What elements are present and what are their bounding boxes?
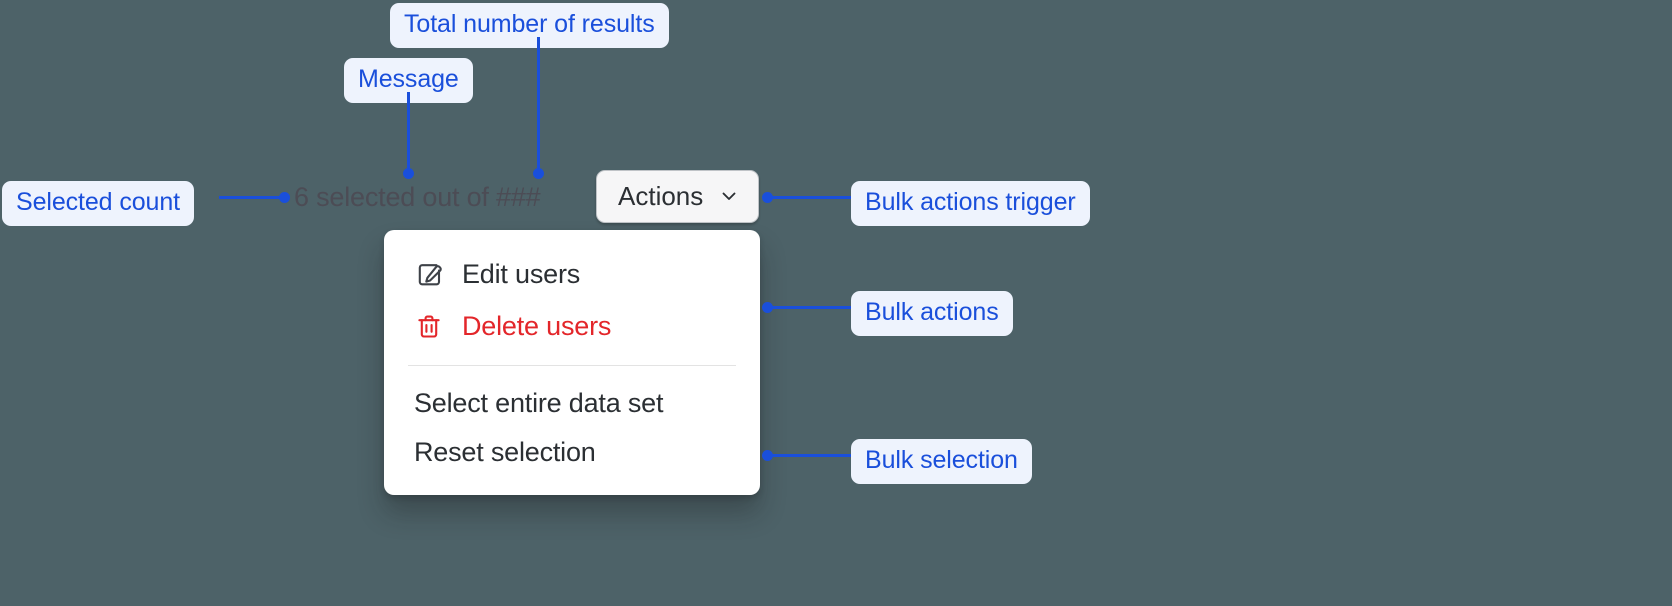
menu-item-label: Edit users: [462, 258, 581, 289]
callout-bulk-actions-trigger: Bulk actions trigger: [851, 181, 1090, 226]
menu-group-bulk-selection: Select entire data set Reset selection: [384, 379, 760, 477]
menu-item-delete-users[interactable]: Delete users: [384, 300, 760, 352]
callout-bulk-actions: Bulk actions: [851, 291, 1013, 336]
chevron-down-icon: [719, 186, 739, 206]
menu-item-reset-selection[interactable]: Reset selection: [384, 428, 760, 477]
leader-dot-message: [403, 168, 414, 179]
callout-selected-count: Selected count: [2, 181, 194, 226]
leader-line-selected-count: [219, 196, 287, 199]
menu-separator: [408, 365, 736, 366]
leader-line-bulk-actions-trigger: [767, 196, 853, 199]
menu-item-label: Reset selection: [414, 437, 596, 467]
menu-group-bulk-actions: Edit users Delete users: [384, 248, 760, 352]
bulk-actions-menu: Edit users Delete users Sele: [384, 230, 760, 495]
menu-item-edit-users[interactable]: Edit users: [384, 248, 760, 300]
trash-icon: [414, 311, 444, 341]
menu-item-label: Select entire data set: [414, 388, 664, 418]
bulk-actions-trigger-label: Actions: [618, 181, 704, 211]
menu-item-label: Delete users: [462, 310, 612, 341]
menu-item-select-entire-data-set[interactable]: Select entire data set: [384, 379, 760, 428]
selection-count-message: 6 selected out of ###: [294, 182, 541, 212]
callout-total-number-of-results: Total number of results: [390, 3, 669, 48]
leader-line-message: [407, 92, 410, 174]
leader-dot-total-results: [533, 168, 544, 179]
leader-line-bulk-actions: [767, 306, 853, 309]
leader-dot-selected-count: [279, 192, 290, 203]
leader-line-total-results: [537, 37, 540, 174]
leader-line-bulk-selection: [767, 454, 853, 457]
callout-bulk-selection: Bulk selection: [851, 439, 1032, 484]
bulk-actions-trigger-button[interactable]: Actions: [596, 170, 760, 223]
edit-icon: [414, 259, 444, 289]
